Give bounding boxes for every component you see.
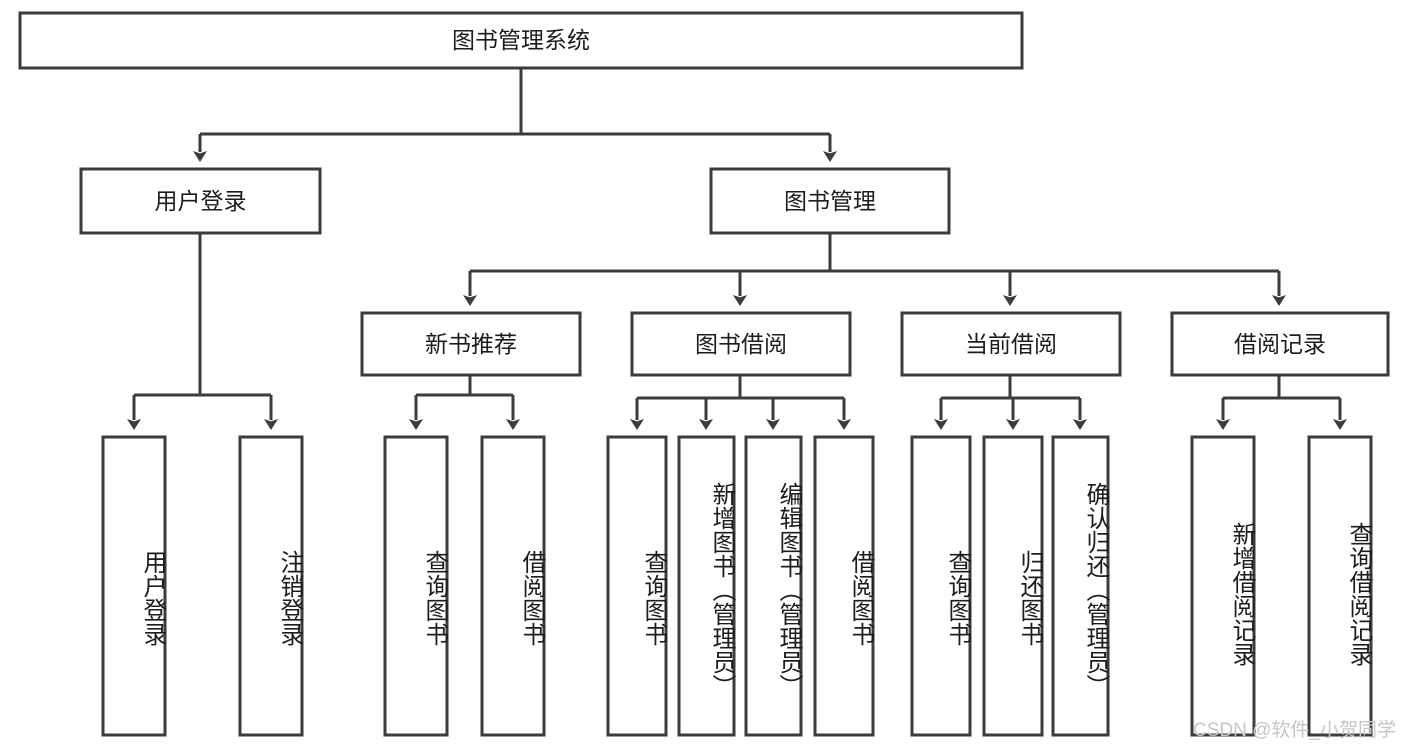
connector-bookmanage-to-level3: [463, 233, 1286, 306]
node-leaf-add-book-box[interactable]: [677, 435, 736, 737]
node-leaf-borrow-book-rec-box[interactable]: [480, 435, 546, 737]
node-leaf-query-book-cur-box[interactable]: [910, 435, 972, 737]
node-book-borrow-box[interactable]: [630, 311, 852, 377]
node-book-manage-box[interactable]: [709, 167, 951, 235]
connector-newbookrec-to-leaves: [409, 375, 520, 430]
connector-userlogin-to-leaves: [127, 233, 278, 430]
node-leaf-user-login-box[interactable]: [101, 435, 167, 737]
node-leaf-borrow-book-box[interactable]: [813, 435, 875, 737]
node-leaf-query-record-box[interactable]: [1307, 435, 1373, 737]
node-leaf-add-record-box[interactable]: [1190, 435, 1256, 737]
connector-bookborrow-to-leaves: [630, 375, 851, 430]
node-user-login-box[interactable]: [79, 167, 322, 235]
node-leaf-user-logout-box[interactable]: [238, 435, 304, 737]
node-leaf-edit-book-box[interactable]: [744, 435, 803, 737]
node-root-box[interactable]: [18, 11, 1024, 70]
node-leaf-query-book-rec-box[interactable]: [383, 435, 449, 737]
node-leaf-confirm-return-box[interactable]: [1051, 435, 1110, 737]
connector-root-to-level2: [193, 68, 837, 162]
connector-borrowrecord-to-leaves: [1216, 375, 1347, 430]
connector-currentborrow-to-leaves: [934, 375, 1087, 430]
node-leaf-return-book-box[interactable]: [982, 435, 1044, 737]
node-current-borrow-box[interactable]: [900, 311, 1122, 377]
node-borrow-record-box[interactable]: [1170, 311, 1390, 377]
node-new-book-rec-box[interactable]: [360, 311, 582, 377]
node-leaf-query-book-borrow-box[interactable]: [606, 435, 668, 737]
